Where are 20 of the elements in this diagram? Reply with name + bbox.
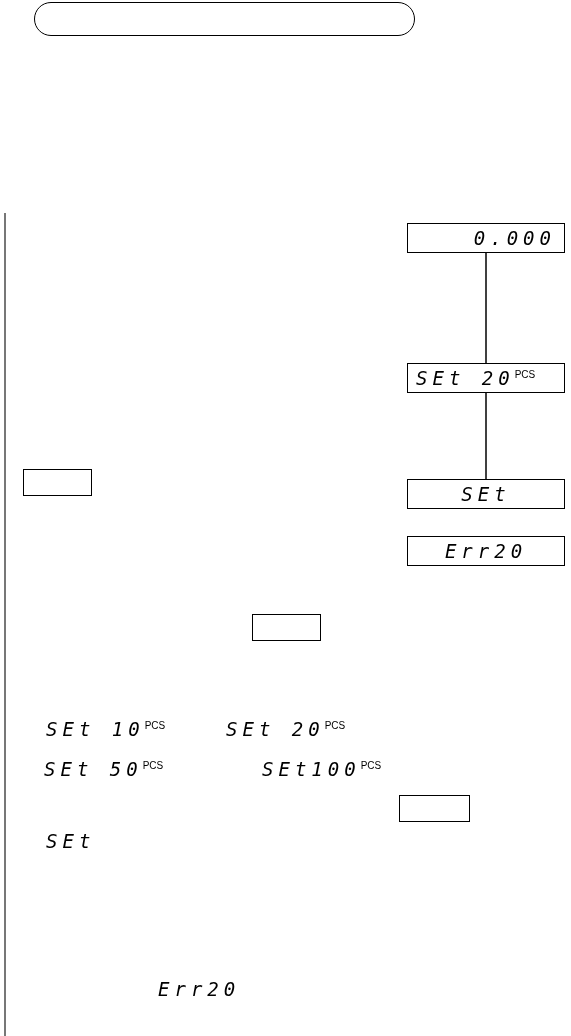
lcd-display <box>407 363 565 393</box>
display-reading: SEt100$^{PCS}$ <box>262 760 382 779</box>
connector-line <box>485 392 487 480</box>
display-reading: 0.000 <box>473 228 556 248</box>
display-reading: Err20 <box>158 980 241 999</box>
display-reading: SEt 10$^{PCS}$ <box>46 720 166 739</box>
lcd-display <box>407 536 565 566</box>
title-bar <box>34 2 415 36</box>
display-reading: SEt <box>46 832 96 851</box>
lcd-display <box>407 223 565 253</box>
key-box <box>252 614 321 641</box>
lcd-display <box>407 479 565 509</box>
display-reading: Err20 <box>444 541 528 561</box>
display-reading: SEt 50$^{PCS}$ <box>44 760 164 779</box>
key-box <box>23 469 92 496</box>
display-reading: SEt <box>461 484 511 504</box>
display-reading: SEt 20$^{PCS}$ <box>226 720 346 739</box>
key-box <box>399 795 470 822</box>
connector-line <box>485 252 487 364</box>
display-reading: SEt 20$^{PCS}$ <box>416 368 536 388</box>
